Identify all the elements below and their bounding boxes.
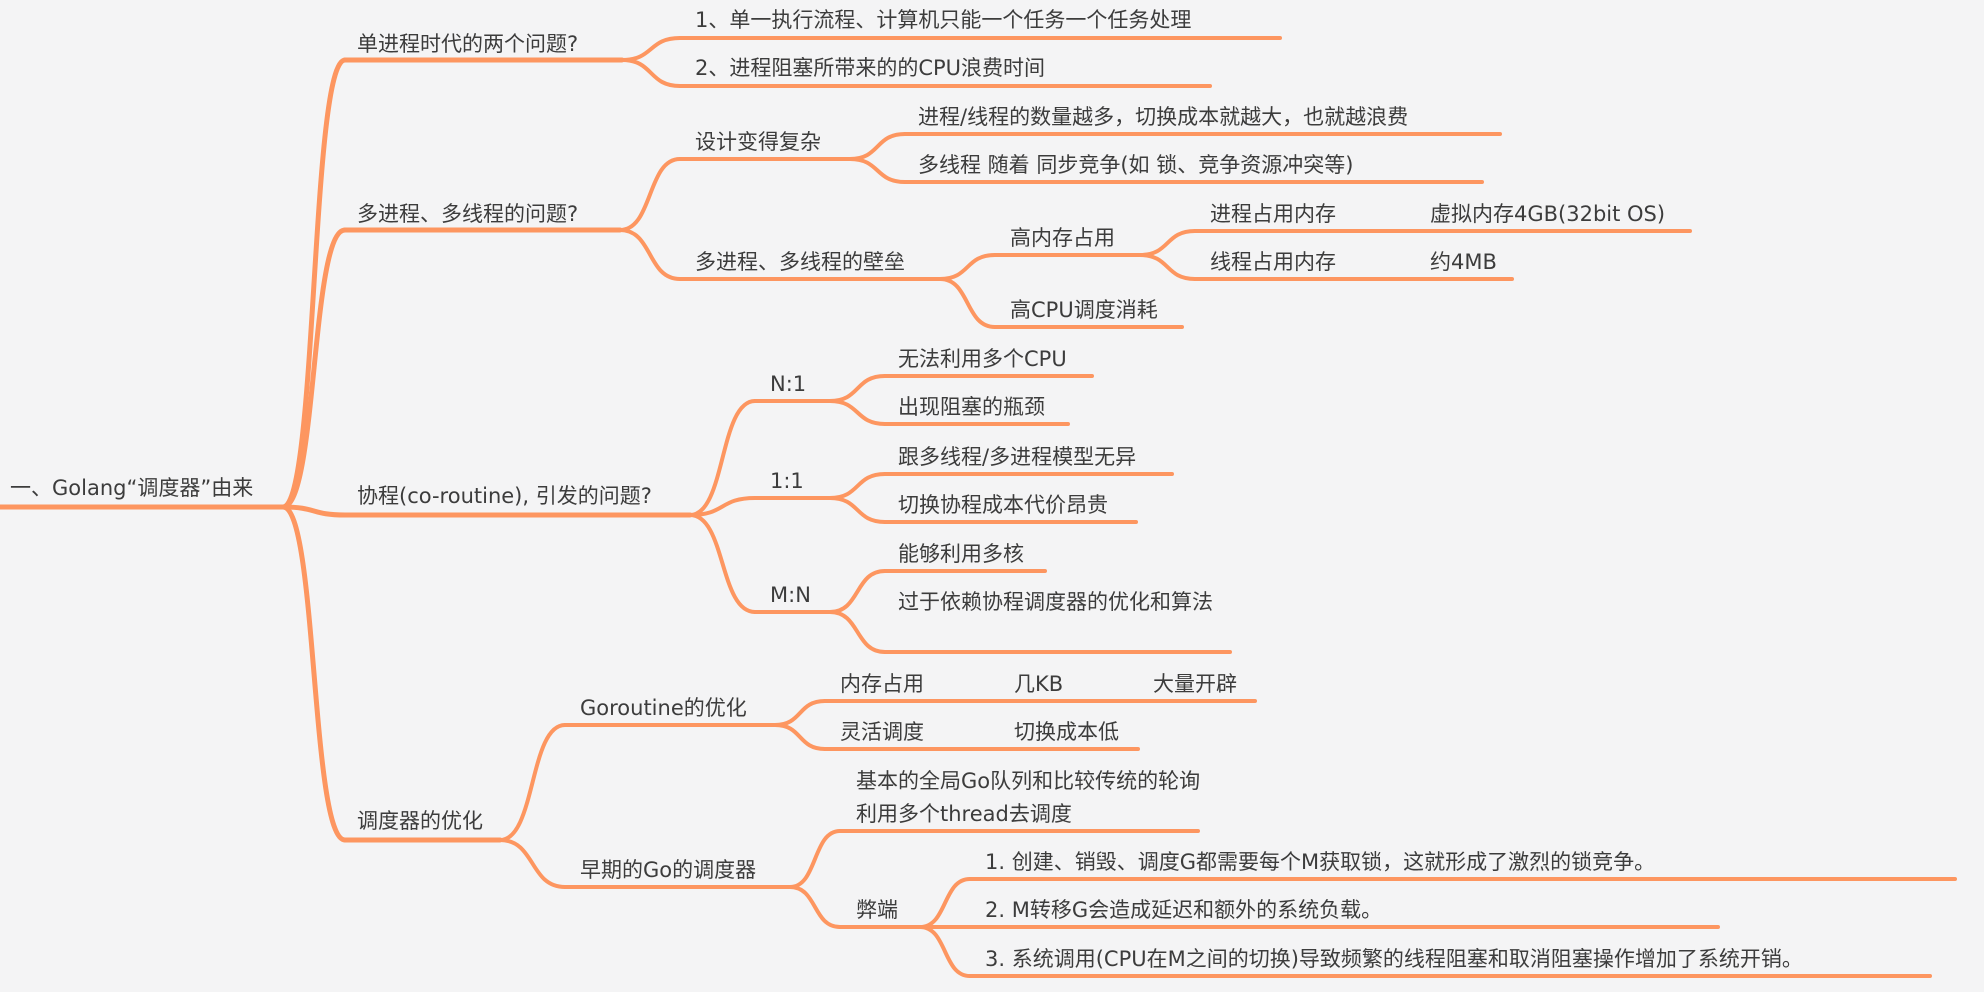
link-barrier-highmem xyxy=(938,253,997,281)
link-root-single-process xyxy=(280,57,348,510)
process-memory-value[interactable]: 虚拟内存4GB(32bit OS) xyxy=(1430,202,1666,226)
link-cons-c3 xyxy=(918,925,972,978)
drawback-item-3[interactable]: 3. 系统调用(CPU在M之间的切换)导致频繁的线程阻塞和取消阻塞操作增加了系统… xyxy=(985,947,1803,971)
drawback-item-1[interactable]: 1. 创建、销毁、调度G都需要每个M获取锁，这就形成了激烈的锁竞争。 xyxy=(985,850,1656,874)
link-n1-c1 xyxy=(828,374,887,403)
link-b1-c1 xyxy=(620,36,682,62)
link-barrier-highcpu xyxy=(938,277,997,329)
link-cons-c1 xyxy=(918,877,972,929)
link-b4-early xyxy=(498,838,567,889)
memory-usage-value[interactable]: 几KB xyxy=(1014,672,1064,696)
design-complex-node[interactable]: 设计变得复杂 xyxy=(695,130,821,154)
model-mn-item-2[interactable]: 过于依赖协程调度器的优化和算法 xyxy=(898,590,1213,614)
link-b2-design xyxy=(618,157,682,232)
thread-memory-value[interactable]: 约4MB xyxy=(1430,250,1497,274)
design-complex-item-2[interactable]: 多线程 随着 同步竞争(如 锁、竞争资源冲突等) xyxy=(918,153,1354,177)
link-11-c1 xyxy=(828,472,887,500)
thread-memory-node[interactable]: 线程占用内存 xyxy=(1210,250,1336,274)
model-mn-node[interactable]: M:N xyxy=(770,583,811,607)
link-b2-barrier xyxy=(618,228,682,281)
link-b4-gor xyxy=(498,723,567,842)
n1-item-2[interactable]: 出现阻塞的瓶颈 xyxy=(898,395,1045,419)
link-gor-flex xyxy=(773,723,827,751)
high-memory-node[interactable]: 高内存占用 xyxy=(1010,226,1115,250)
link-b3-n1 xyxy=(688,399,757,517)
link-mn-c1 xyxy=(828,569,887,614)
link-root-multi-process xyxy=(280,227,348,510)
goroutine-optimization-node[interactable]: Goroutine的优化 xyxy=(580,696,747,720)
barrier-node[interactable]: 多进程、多线程的壁垒 xyxy=(695,250,905,274)
single-process-item-2[interactable]: 2、进程阻塞所带来的的CPU浪费时间 xyxy=(695,56,1046,80)
topic-coroutine[interactable]: 协程(co-routine), 引发的问题? xyxy=(357,484,652,508)
high-cpu-node[interactable]: 高CPU调度消耗 xyxy=(1010,298,1158,322)
link-highmem-thread xyxy=(1138,253,1197,281)
single-process-item-1[interactable]: 1、单一执行流程、计算机只能一个任务一个任务处理 xyxy=(695,8,1192,32)
link-gor-mem xyxy=(773,699,827,727)
link-design-c2 xyxy=(848,157,907,184)
model-11-item-1[interactable]: 跟多线程/多进程模型无异 xyxy=(898,445,1137,469)
root-node[interactable]: 一、Golang“调度器”由来 xyxy=(10,476,254,500)
early-scheduler-basic[interactable]: 基本的全局Go队列和比较传统的轮询利用多个thread去调度 xyxy=(856,769,1201,826)
link-11-c2 xyxy=(828,496,887,524)
link-design-c1 xyxy=(848,132,907,161)
flexible-scheduling-node[interactable]: 灵活调度 xyxy=(840,720,924,744)
memory-usage-note[interactable]: 大量开辟 xyxy=(1153,672,1237,696)
model-mn-item-1[interactable]: 能够利用多核 xyxy=(898,542,1024,566)
n1-item-1[interactable]: 无法利用多个CPU xyxy=(898,347,1067,371)
link-root-scheduler-opt xyxy=(280,504,348,843)
link-early-basic xyxy=(788,829,842,889)
model-n1-node[interactable]: N:1 xyxy=(770,372,807,396)
link-n1-c2 xyxy=(828,399,887,426)
design-complex-item-1[interactable]: 进程/线程的数量越多，切换成本就越大，也就越浪费 xyxy=(918,105,1409,129)
flexible-scheduling-value[interactable]: 切换成本低 xyxy=(1014,720,1119,744)
link-highmem-proc xyxy=(1138,229,1197,257)
link-b3-mn xyxy=(688,513,757,614)
drawbacks-node[interactable]: 弊端 xyxy=(856,898,898,922)
topic-scheduler-optimization[interactable]: 调度器的优化 xyxy=(357,809,483,833)
early-scheduler-node[interactable]: 早期的Go的调度器 xyxy=(580,858,757,882)
model-11-item-2[interactable]: 切换协程成本代价昂贵 xyxy=(898,493,1108,517)
model-11-node[interactable]: 1:1 xyxy=(770,469,804,493)
topic-multi-process[interactable]: 多进程、多线程的问题? xyxy=(357,202,579,226)
topic-single-process[interactable]: 单进程时代的两个问题? xyxy=(357,32,579,56)
link-b1-c2 xyxy=(620,58,682,88)
process-memory-node[interactable]: 进程占用内存 xyxy=(1210,202,1336,226)
link-b3-11 xyxy=(688,496,757,517)
drawback-item-2[interactable]: 2. M转移G会造成延迟和额外的系统负载。 xyxy=(985,898,1383,922)
link-early-cons xyxy=(788,885,842,929)
link-root-coroutine xyxy=(280,504,348,518)
memory-usage-node[interactable]: 内存占用 xyxy=(840,672,924,696)
link-mn-c2 xyxy=(828,610,887,654)
